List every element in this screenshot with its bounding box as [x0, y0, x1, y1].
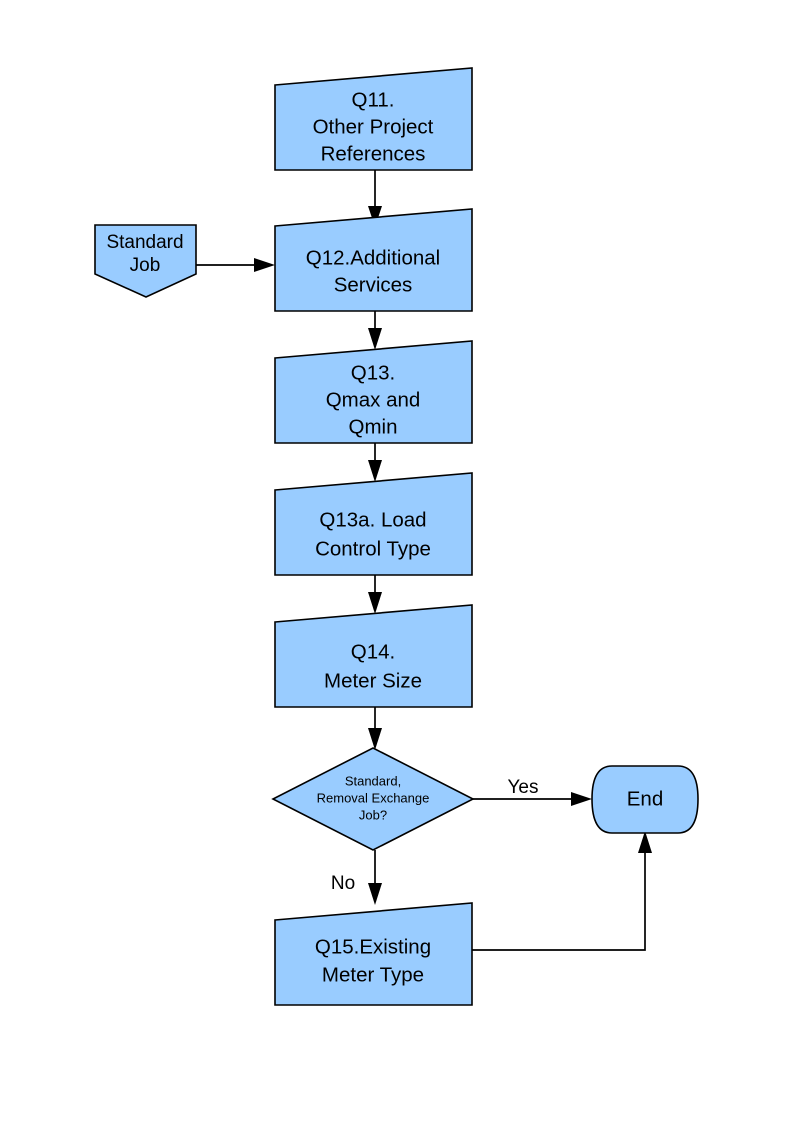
decision-line-2: Removal Exchange [317, 790, 430, 805]
edge-q11-q12 [368, 170, 382, 227]
q14-shape[interactable] [274, 604, 473, 708]
edge-standard-job-q12 [196, 258, 275, 272]
node-q15[interactable]: Q15.Existing Meter Type [274, 902, 473, 1006]
edge-q13a-q14 [368, 575, 382, 614]
q14-line-2: Meter Size [324, 669, 422, 692]
node-q13[interactable]: Q13. Qmax and Qmin [274, 340, 473, 444]
node-decision[interactable]: Standard, Removal Exchange Job? [271, 747, 475, 851]
decision-line-1: Standard, [345, 773, 401, 788]
q13-line-1: Q13. [351, 361, 395, 384]
standard-job-line-1: Standard [106, 232, 183, 253]
edge-q12-q13 [368, 311, 382, 350]
q11-line-1: Q11. [352, 88, 395, 111]
edge-label-yes: Yes [508, 777, 539, 798]
edge-q15-end-return [470, 831, 652, 951]
q13a-shape[interactable] [274, 472, 473, 576]
q13-line-2: Qmax and [326, 388, 421, 411]
q11-shape[interactable] [274, 67, 473, 171]
connectors-layer [196, 170, 652, 951]
node-q13a[interactable]: Q13a. Load Control Type [274, 472, 473, 576]
q14-line-1: Q14. [351, 640, 395, 663]
q13-shape[interactable] [274, 340, 473, 444]
end-shape[interactable] [591, 765, 699, 834]
standard-job-shape[interactable] [94, 224, 197, 298]
edge-q14-decision [368, 707, 382, 750]
q15-shape[interactable] [274, 902, 473, 1006]
node-q12[interactable]: Q12.Additional Services [274, 208, 473, 312]
decision-line-3: Job? [359, 807, 387, 822]
edge-decision-q15-no [368, 850, 382, 905]
decision-shape[interactable] [271, 747, 475, 851]
q13a-line-2: Control Type [315, 537, 431, 560]
standard-job-line-2: Job [130, 255, 161, 276]
q12-line-2: Services [334, 273, 413, 296]
edge-label-no: No [331, 873, 355, 894]
q11-line-3: References [321, 142, 426, 165]
q15-line-2: Meter Type [322, 963, 424, 986]
q12-line-1: Q12.Additional [306, 246, 440, 269]
end-label: End [627, 787, 663, 810]
node-standard-job[interactable]: Standard Job [94, 224, 197, 298]
edge-q13-q13a [368, 443, 382, 482]
node-q11[interactable]: Q11. Other Project References [274, 67, 473, 171]
node-end[interactable]: End [591, 765, 699, 834]
q11-line-2: Other Project [313, 115, 434, 138]
q13-line-3: Qmin [349, 415, 398, 438]
q13a-line-1: Q13a. Load [319, 508, 426, 531]
node-q14[interactable]: Q14. Meter Size [274, 604, 473, 708]
q15-line-1: Q15.Existing [315, 935, 431, 958]
edge-decision-end-yes [473, 792, 592, 806]
q12-shape[interactable] [274, 208, 473, 312]
